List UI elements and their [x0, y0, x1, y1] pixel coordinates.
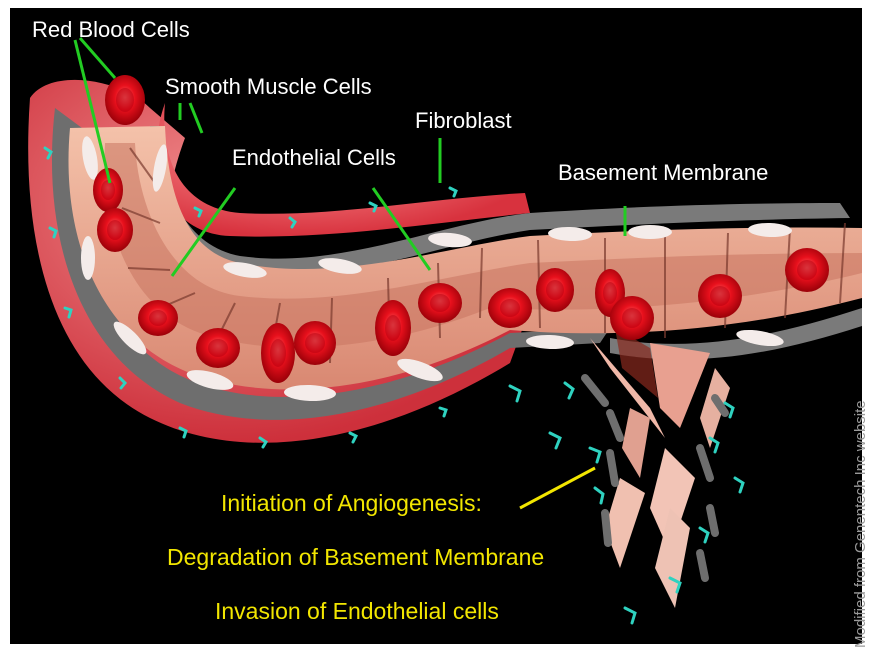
caption-line-1: Initiation of Angiogenesis: [221, 490, 482, 517]
caption-line-3: Invasion of Endothelial cells [215, 598, 499, 625]
red-blood-cell [418, 283, 462, 323]
red-blood-cell [105, 75, 145, 125]
image-credit: Modified from Genentech Inc website [852, 400, 869, 648]
red-blood-cell [294, 321, 336, 365]
label-red-blood-cells: Red Blood Cells [32, 17, 190, 43]
red-blood-cell [375, 300, 411, 356]
red-blood-cell [698, 274, 742, 318]
red-blood-cell [138, 300, 178, 336]
red-blood-cell [488, 288, 532, 328]
caption-line-2: Degradation of Basement Membrane [167, 544, 544, 571]
red-blood-cell [261, 323, 295, 383]
red-blood-cell [785, 248, 829, 292]
red-blood-cell [610, 296, 654, 340]
label-smooth-muscle-cells: Smooth Muscle Cells [165, 74, 372, 100]
caption-pointer-line [520, 468, 595, 508]
label-endothelial-cells: Endothelial Cells [232, 145, 396, 171]
label-fibroblast: Fibroblast [415, 108, 512, 134]
diagram-panel: Red Blood Cells Smooth Muscle Cells Endo… [10, 8, 862, 644]
red-blood-cell [536, 268, 574, 312]
red-blood-cell [97, 208, 133, 252]
red-blood-cell [196, 328, 240, 368]
label-basement-membrane: Basement Membrane [558, 160, 768, 186]
